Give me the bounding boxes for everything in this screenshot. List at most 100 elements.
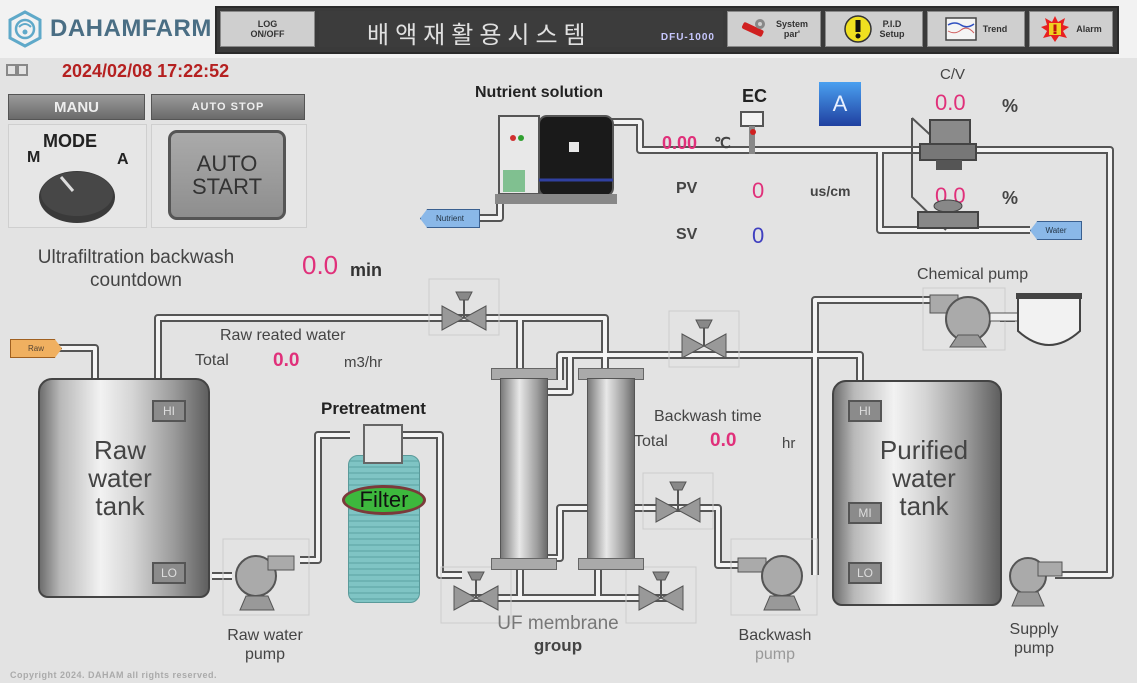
supply-pump-label: Supply pump [984,620,1084,658]
backwash-pump-label-line1: Backwash [738,627,812,644]
pid-setup-button[interactable]: P.I.D Setup [825,11,923,47]
log-toggle-button[interactable]: LOG ON/OFF [220,11,315,47]
raw-water-pump[interactable] [222,538,310,616]
ec-title: EC [742,86,768,106]
ec-sv-label: SV [676,226,698,243]
supply-pump[interactable] [1004,552,1066,608]
auto-start-button[interactable]: AUTO START [168,130,286,220]
raw-flow-label: Raw reated water [220,327,346,344]
uf-membrane-2[interactable] [587,378,635,564]
mode-selector-panel: MODE M A [8,124,147,228]
system-title: 배액재활용시스템 [367,22,592,49]
supply-pump-label-line1: Supply [1009,621,1059,638]
ec-pv-value: 0 [752,178,765,203]
countdown-label-line2: countdown [90,270,182,291]
purified-tank-level-mi: MI [848,502,882,524]
raw-tank-label-line3: tank [95,491,145,521]
pid-label-line1: P.I.D [882,19,902,29]
pretreatment-title: Pretreatment [321,399,426,418]
backwash-total-value: 0.0 [710,430,737,451]
uf-inlet-valve[interactable] [440,566,512,624]
purified-tank-label: Purified water tank [864,436,984,520]
nutrient-temperature-value: 0.00 [662,133,698,153]
ec-unit: us/cm [810,183,851,199]
alarm-button[interactable]: Alarm [1029,11,1113,47]
control-valve-unit-2: % [1002,188,1019,208]
top-toolbar: LOG ON/OFF 배액재활용시스템 DFU-1000 System par' [215,6,1119,54]
raw-water-pump-label: Raw water pump [212,626,318,664]
log-button-line1: LOG [257,19,278,29]
uf-drain-valve[interactable] [625,566,697,624]
mode-selector-knob[interactable] [37,163,117,225]
purified-tank-label-line3: tank [899,491,949,521]
dahamfarm-logo-icon [8,10,42,48]
model-number: DFU-1000 [660,32,715,43]
nutrient-temperature-unit: ℃ [714,135,731,152]
header-bar: DAHAMFARM LOG ON/OFF 배액재활용시스템 DFU-1000 S… [0,0,1137,58]
manual-mode-button[interactable]: MANU [8,94,145,120]
purified-tank-level-hi: HI [848,400,882,422]
backwash-pump[interactable] [730,538,818,616]
uf-label-line1: UF membrane [497,613,619,634]
filter-label-badge: Filter [342,485,426,515]
warning-icon [844,15,873,43]
backwash-total-label: Total [634,433,668,450]
mode-selector-title: MODE [43,131,97,151]
alarm-icon [1041,16,1070,42]
water-tag: Water [1030,221,1082,240]
trend-label: Trend [982,24,1008,34]
control-valve-assembly[interactable] [908,112,988,242]
uf-membrane-2-bottom-flange [578,558,644,570]
log-button-line2: ON/OFF [250,29,285,39]
pid-label-line2: Setup [879,29,905,39]
ec-sv-value: 0 [752,223,765,248]
purified-tank-label-line2: water [892,463,956,493]
mode-manual-marker: M [27,149,41,166]
ec-auto-mode-indicator[interactable]: A [819,82,861,126]
uf-membrane-group-label: UF membrane group [478,613,638,657]
logo: DAHAMFARM [6,10,212,48]
raw-inlet-valve[interactable] [428,278,500,336]
backwash-valve[interactable] [642,472,714,530]
raw-water-tank[interactable]: HI LO Raw water tank [38,378,210,598]
raw-pump-label-line1: Raw water [227,627,303,644]
control-valve-title: C/V [940,66,966,83]
nutrient-solution-title: Nutrient solution [475,84,603,101]
connection-status-icon [6,64,28,76]
nutrient-mixer-unit[interactable] [495,108,620,210]
wrench-icon [741,19,765,37]
raw-total-unit: m3/hr [344,354,383,371]
current-datetime: 2024/02/08 17:22:52 [62,61,230,81]
uf-membrane-1[interactable] [500,378,548,564]
uf-label-line2: group [533,636,583,655]
trend-chart-icon [944,17,977,41]
raw-total-value: 0.0 [273,350,300,371]
chemical-pump[interactable] [922,287,1084,357]
pretreatment-filter[interactable] [348,455,420,603]
auto-start-line1: AUTO [196,151,258,176]
alarm-label: Alarm [1076,24,1102,34]
filter-housing-cap [363,424,403,464]
trend-button[interactable]: Trend [927,11,1025,47]
purified-tank-level-lo: LO [848,562,882,584]
raw-tank-label: Raw water tank [70,436,170,520]
purified-water-tank[interactable]: HI MI LO Purified water tank [832,380,1002,606]
control-valve-unit-1: % [1002,96,1019,116]
control-valve-value-1: 0.0 [935,90,966,115]
system-parameter-button[interactable]: System par' [727,11,821,47]
auto-start-panel: AUTO START [151,124,307,228]
permeate-valve[interactable] [668,310,740,368]
countdown-unit: min [350,260,383,280]
uf-membrane-1-bottom-flange [491,558,557,570]
backwash-time-label: Backwash time [654,408,762,425]
countdown-label-line1: Ultrafiltration backwash [37,247,235,268]
backwash-pump-label: Backwash pump [722,626,828,664]
raw-total-label: Total [195,352,229,369]
auto-stop-button[interactable]: AUTO STOP [151,94,305,120]
raw-water-tag: Raw [10,339,62,358]
backwash-pump-label-line2: pump [754,646,796,663]
ec-sensor-icon [740,111,764,154]
raw-tank-level-lo: LO [152,562,186,584]
system-title-panel: 배액재활용시스템 DFU-1000 [319,11,723,49]
backwash-total-unit: hr [782,435,796,452]
